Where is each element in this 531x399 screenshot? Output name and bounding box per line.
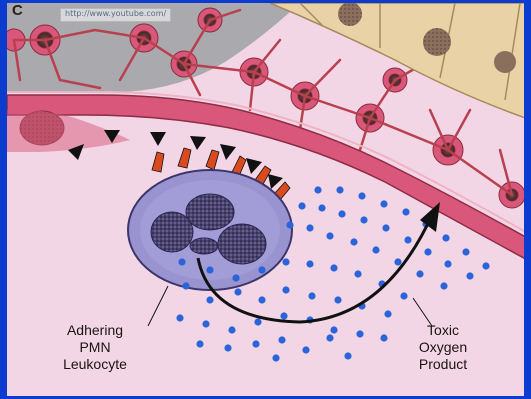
oxygen-dot <box>384 310 391 317</box>
oxygen-dot <box>404 236 411 243</box>
oxygen-dot <box>306 260 313 267</box>
oxygen-dot <box>380 334 387 341</box>
oxygen-dot <box>286 221 293 228</box>
oxygen-dot <box>306 224 313 231</box>
oxygen-dot <box>394 258 401 265</box>
oxygen-dot <box>258 266 265 273</box>
panel-letter: C <box>12 2 23 19</box>
oxygen-dot <box>326 334 333 341</box>
oxygen-dot <box>232 274 239 281</box>
url-watermark[interactable]: http://www.youtube.com/ <box>60 8 171 22</box>
oxygen-dot <box>402 208 409 215</box>
epithelial-nucleus <box>338 2 362 26</box>
oxygen-dot <box>444 260 451 267</box>
oxygen-dot <box>258 296 265 303</box>
label-line: PMN <box>40 339 150 356</box>
oxygen-dot <box>252 340 259 347</box>
oxygen-dot <box>308 292 315 299</box>
epithelial-nucleus <box>423 28 451 56</box>
oxygen-dot <box>360 216 367 223</box>
oxygen-dot <box>334 296 341 303</box>
oxygen-dot <box>356 330 363 337</box>
oxygen-dot <box>318 204 325 211</box>
oxygen-dot <box>254 318 261 325</box>
oxygen-dot <box>196 340 203 347</box>
oxygen-dot <box>416 270 423 277</box>
oxygen-dot <box>224 344 231 351</box>
oxygen-dot <box>280 312 287 319</box>
oxygen-dot <box>202 320 209 327</box>
label-line: Toxic <box>398 322 488 339</box>
oxygen-dot <box>282 286 289 293</box>
oxygen-dot <box>298 202 305 209</box>
label-line: Leukocyte <box>40 356 150 373</box>
label-line: Adhering <box>40 322 150 339</box>
oxygen-dot <box>330 326 337 333</box>
label-toxic-oxygen-product: Toxic Oxygen Product <box>398 322 488 373</box>
oxygen-dot <box>228 326 235 333</box>
oxygen-dot <box>272 354 279 361</box>
oxygen-dot <box>182 282 189 289</box>
oxygen-dot <box>206 296 213 303</box>
oxygen-dot <box>350 238 357 245</box>
oxygen-dot <box>330 264 337 271</box>
oxygen-dot <box>206 266 213 273</box>
oxygen-dot <box>372 246 379 253</box>
epithelial-nucleus <box>494 51 516 73</box>
oxygen-dot <box>358 192 365 199</box>
oxygen-dot <box>336 186 343 193</box>
oxygen-dot <box>234 288 241 295</box>
oxygen-dot <box>440 282 447 289</box>
oxygen-dot <box>482 262 489 269</box>
label-adhering-pmn-leukocyte: Adhering PMN Leukocyte <box>40 322 150 373</box>
oxygen-dot <box>462 248 469 255</box>
oxygen-dot <box>338 210 345 217</box>
oxygen-dot <box>178 258 185 265</box>
oxygen-dot <box>380 200 387 207</box>
oxygen-dot <box>326 232 333 239</box>
oxygen-dot <box>176 314 183 321</box>
oxygen-dot <box>302 346 309 353</box>
oxygen-dot <box>278 336 285 343</box>
oxygen-dot <box>442 234 449 241</box>
label-line: Product <box>398 356 488 373</box>
oxygen-dot <box>314 186 321 193</box>
oxygen-dot <box>382 224 389 231</box>
oxygen-dot <box>400 292 407 299</box>
oxygen-dot <box>344 352 351 359</box>
oxygen-dot <box>424 248 431 255</box>
oxygen-dot <box>466 272 473 279</box>
oxygen-dot <box>282 258 289 265</box>
oxygen-dot <box>354 270 361 277</box>
label-line: Oxygen <box>398 339 488 356</box>
